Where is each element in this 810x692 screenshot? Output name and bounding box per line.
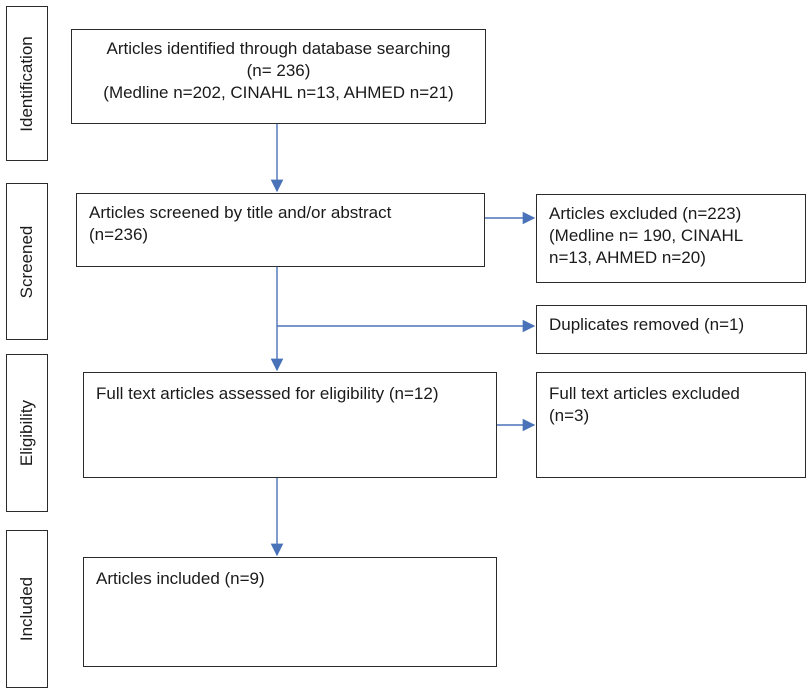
excluded-breakdown-1: (Medline n= 190, CINAHL [549,226,744,245]
stage-label-identification: Identification [17,35,36,132]
fulltext-assessed-text: Full text articles assessed for eligibil… [96,384,439,403]
identified-breakdown: (Medline n=202, CINAHL n=13, AHMED n=21) [103,83,454,102]
fulltext-excluded-box: Full text articles excluded (n=3) [536,372,806,478]
excluded-title: Articles excluded (n=223) [549,204,742,223]
stage-label-eligibility: Eligibility [17,399,36,467]
fulltext-assessed-box: Full text articles assessed for eligibil… [83,372,497,478]
included-text: Articles included (n=9) [96,569,265,588]
screened-title: Articles screened by title and/or abstra… [89,203,392,222]
stage-screened: Screened [6,183,48,340]
screened-box: Articles screened by title and/or abstra… [76,193,485,267]
excluded-box: Articles excluded (n=223) (Medline n= 19… [536,194,806,283]
identified-count: (n= 236) [246,61,311,80]
screened-count: (n=236) [89,225,149,244]
stage-label-included: Included [17,576,36,642]
stage-identification: Identification [6,6,48,161]
stage-eligibility: Eligibility [6,354,48,512]
identified-title: Articles identified through database sea… [106,39,451,58]
fulltext-excluded-title: Full text articles excluded [549,384,740,403]
included-box: Articles included (n=9) [83,557,497,667]
excluded-breakdown-2: n=13, AHMED n=20) [549,248,706,267]
identified-box: Articles identified through database sea… [71,29,486,124]
fulltext-excluded-count: (n=3) [549,406,590,425]
stage-label-screened: Screened [17,225,36,298]
stage-included: Included [6,530,48,688]
duplicates-text: Duplicates removed (n=1) [549,315,745,334]
duplicates-box: Duplicates removed (n=1) [536,305,807,354]
